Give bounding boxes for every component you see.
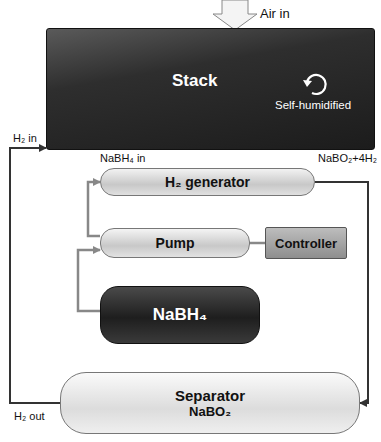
flow-label: Air in [260,6,290,21]
component-text: Self-humidified [275,99,351,111]
flow-connector [78,250,100,311]
component-text: NaBH₄ [153,305,207,325]
component-text: Separator [175,387,245,404]
component-box: H₂ generator [100,168,315,196]
flow-label: H₂ in [13,132,37,144]
air-arrow [213,0,257,30]
flow-connector [315,182,368,403]
component-box: SeparatorNaBO₂ [60,372,360,434]
flow-connector [10,148,60,403]
component-text: Stack [172,71,217,91]
component-box: Pump [100,228,250,258]
component-box: NaBH₄ [100,286,260,344]
component-text: NaBO₂ [189,404,231,419]
component-text: H₂ generator [165,174,250,190]
component-box: StackSelf-humidified [46,28,375,150]
flow-label: H₂ out [14,410,45,422]
flow-connector [88,182,100,236]
component-text: Pump [156,235,195,251]
flow-label: NaBH₄ in [100,152,145,164]
flow-connector [250,242,265,245]
edge-label: NaBO₂+4H₂ [318,152,377,164]
component-text: Controller [275,236,337,251]
component-box: Controller [265,227,347,259]
